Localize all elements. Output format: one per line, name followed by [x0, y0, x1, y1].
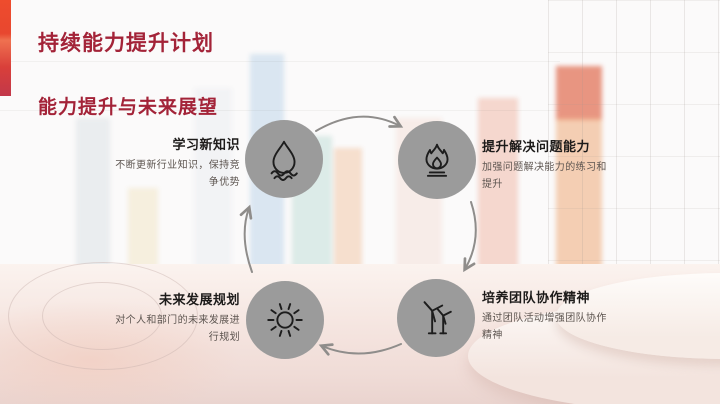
node-description: 加强问题解决能力的练习和提升	[482, 162, 607, 190]
sun-icon	[267, 303, 303, 337]
section-subtitle: 能力提升与未来展望	[38, 97, 219, 118]
flame-icon	[425, 143, 449, 177]
node-text-teamwork: 培养团队协作精神 通过团队活动增强团队协作精神	[482, 287, 610, 344]
node-title: 未来发展规划	[158, 292, 240, 307]
background-arc	[8, 262, 198, 370]
node-text-future-planning: 未来发展规划 对个人和部门的未来发展进行规划	[112, 289, 240, 346]
page-title: 持续能力提升计划	[38, 32, 214, 55]
node-description: 通过团队活动增强团队协作精神	[482, 313, 607, 341]
node-title: 培养团队协作精神	[482, 290, 591, 305]
node-description: 不断更新行业知识，保持竞争优势	[115, 160, 240, 188]
arrow-bottom	[318, 343, 402, 356]
background-gridline	[0, 110, 560, 111]
cycle-node-future-planning	[246, 281, 324, 359]
background-grid	[548, 0, 720, 290]
background-arc	[42, 282, 162, 350]
red-accent-bar	[0, 0, 11, 96]
node-text-problem-solving: 提升解决问题能力 加强问题解决能力的练习和提升	[482, 136, 610, 193]
cycle-node-learning	[245, 120, 323, 198]
node-title: 学习新知识	[172, 137, 240, 152]
arrow-right	[463, 201, 477, 273]
cycle-node-teamwork	[397, 279, 475, 357]
node-text-learning: 学习新知识 不断更新行业知识，保持竞争优势	[112, 134, 240, 191]
background-gridline	[0, 61, 560, 62]
node-title: 提升解决问题能力	[482, 139, 591, 154]
wind-turbine-icon	[423, 301, 452, 335]
water-drop-icon	[270, 140, 298, 181]
cycle-node-problem-solving	[398, 121, 476, 199]
arrow-left	[239, 204, 253, 273]
arrow-top	[315, 115, 404, 132]
node-description: 对个人和部门的未来发展进行规划	[115, 315, 240, 343]
